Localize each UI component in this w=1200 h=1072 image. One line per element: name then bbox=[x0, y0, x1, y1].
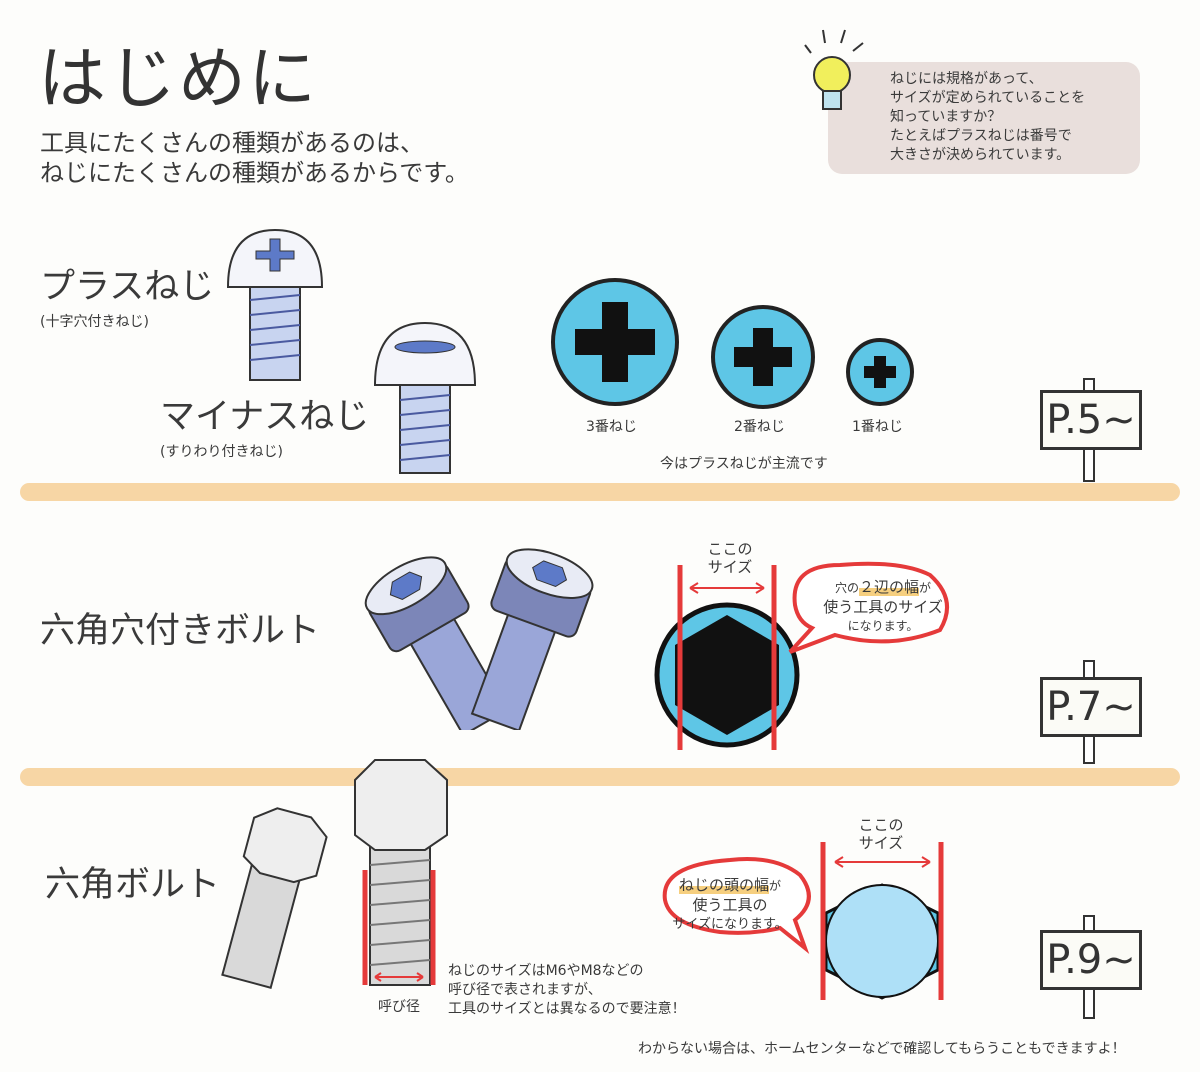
hex-note: ねじのサイズはM6やM8などの 呼び径で表されますが、 工具のサイズとは異なるの… bbox=[448, 962, 686, 1019]
intro-text: 工具にたくさんの種類があるのは、 ねじにたくさんの種類があるからです。 bbox=[40, 128, 469, 188]
phillips-sizes bbox=[551, 278, 914, 409]
tip-text: ねじには規格があって、 サイズが定められていることを 知っていますか？ たとえば… bbox=[890, 70, 1085, 165]
phillips-sub: (十字穴付きねじ) bbox=[40, 314, 149, 330]
lightbulb-icon bbox=[804, 29, 864, 110]
page-title: はじめに bbox=[38, 40, 319, 119]
page-sign-p7: P.7~ bbox=[1040, 677, 1142, 737]
bubble-highlight: ２辺の幅 bbox=[858, 578, 919, 596]
page-sign-p9: P.9~ bbox=[1040, 930, 1142, 990]
hex-bolt-label: 六角ボルト bbox=[45, 865, 221, 905]
hex-size-diagram bbox=[662, 842, 944, 1000]
intro-line: 工具にたくさんの種類があるのは、 bbox=[40, 129, 424, 157]
size-label-line: ここの bbox=[858, 816, 904, 834]
phillips-screw-illustration bbox=[226, 228, 324, 381]
phillips-label: プラスねじ bbox=[40, 267, 215, 307]
note-line: ねじのサイズはM6やM8などの bbox=[448, 963, 644, 979]
divider bbox=[20, 768, 1180, 786]
size2-caption: 2番ねじ bbox=[734, 419, 785, 435]
size-label-line: ここの bbox=[707, 540, 753, 558]
tip-line: 知っていますか？ bbox=[890, 109, 1002, 125]
size3-head bbox=[551, 278, 679, 406]
bubble-line: になります。 bbox=[847, 619, 919, 633]
tip-line: サイズが定められていることを bbox=[890, 90, 1086, 106]
hex-size-label: ここの サイズ bbox=[846, 816, 916, 852]
footer-note: わからない場合は、ホームセンターなどで確認してもらうこともできますよ！ bbox=[638, 1041, 1126, 1057]
bubble-line: 使う工具の bbox=[692, 896, 768, 914]
page-sign-p5: P.5~ bbox=[1040, 390, 1142, 450]
note-line: 工具のサイズとは異なるので要注意！ bbox=[448, 1001, 686, 1017]
bubble-highlight: ねじの頭の幅 bbox=[678, 876, 769, 894]
size-label-line: サイズ bbox=[707, 558, 753, 576]
sizes-note: 今はプラスねじが主流です bbox=[660, 456, 828, 472]
size3-caption: 3番ねじ bbox=[586, 419, 637, 435]
tip-line: たとえばプラスねじは番号で bbox=[890, 128, 1072, 144]
socket-size-label: ここの サイズ bbox=[695, 540, 765, 576]
size1-caption: 1番ねじ bbox=[852, 419, 903, 435]
hex-bubble-text: ねじの頭の幅が 使う工具の サイズになります。 bbox=[664, 876, 796, 934]
size-label-line: サイズ bbox=[858, 834, 904, 852]
size2-head bbox=[711, 305, 815, 409]
slotted-sub: (すりわり付きねじ) bbox=[160, 444, 283, 460]
hex-bolt-illustration bbox=[221, 759, 448, 989]
bubble-post: が bbox=[919, 581, 932, 595]
size1-head bbox=[846, 338, 914, 406]
socket-bolt-illustration bbox=[364, 548, 594, 730]
screw-illustrations bbox=[226, 228, 477, 474]
slotted-screw-illustration bbox=[373, 321, 477, 474]
nominal-diameter-label: 呼び径 bbox=[378, 999, 420, 1015]
slotted-label: マイナスねじ bbox=[160, 397, 370, 437]
bubble-line: サイズになります。 bbox=[672, 917, 788, 932]
tip-line: ねじには規格があって、 bbox=[890, 71, 1043, 87]
bubble-pre: 穴の bbox=[834, 581, 859, 595]
tip-line: 大きさが決められています。 bbox=[890, 147, 1071, 163]
bubble-post: が bbox=[769, 879, 782, 893]
intro-line: ねじにたくさんの種類があるからです。 bbox=[40, 159, 469, 187]
note-line: 呼び径で表されますが、 bbox=[448, 982, 602, 998]
tip-box bbox=[828, 62, 1140, 174]
socket-bubble-text: 穴の２辺の幅が 使う工具のサイズ になります。 bbox=[808, 578, 958, 636]
divider bbox=[20, 483, 1180, 501]
bubble-line: 使う工具のサイズ bbox=[823, 598, 943, 616]
socket-size-diagram bbox=[654, 561, 949, 750]
socket-bolt-label: 六角穴付きボルト bbox=[40, 611, 321, 651]
